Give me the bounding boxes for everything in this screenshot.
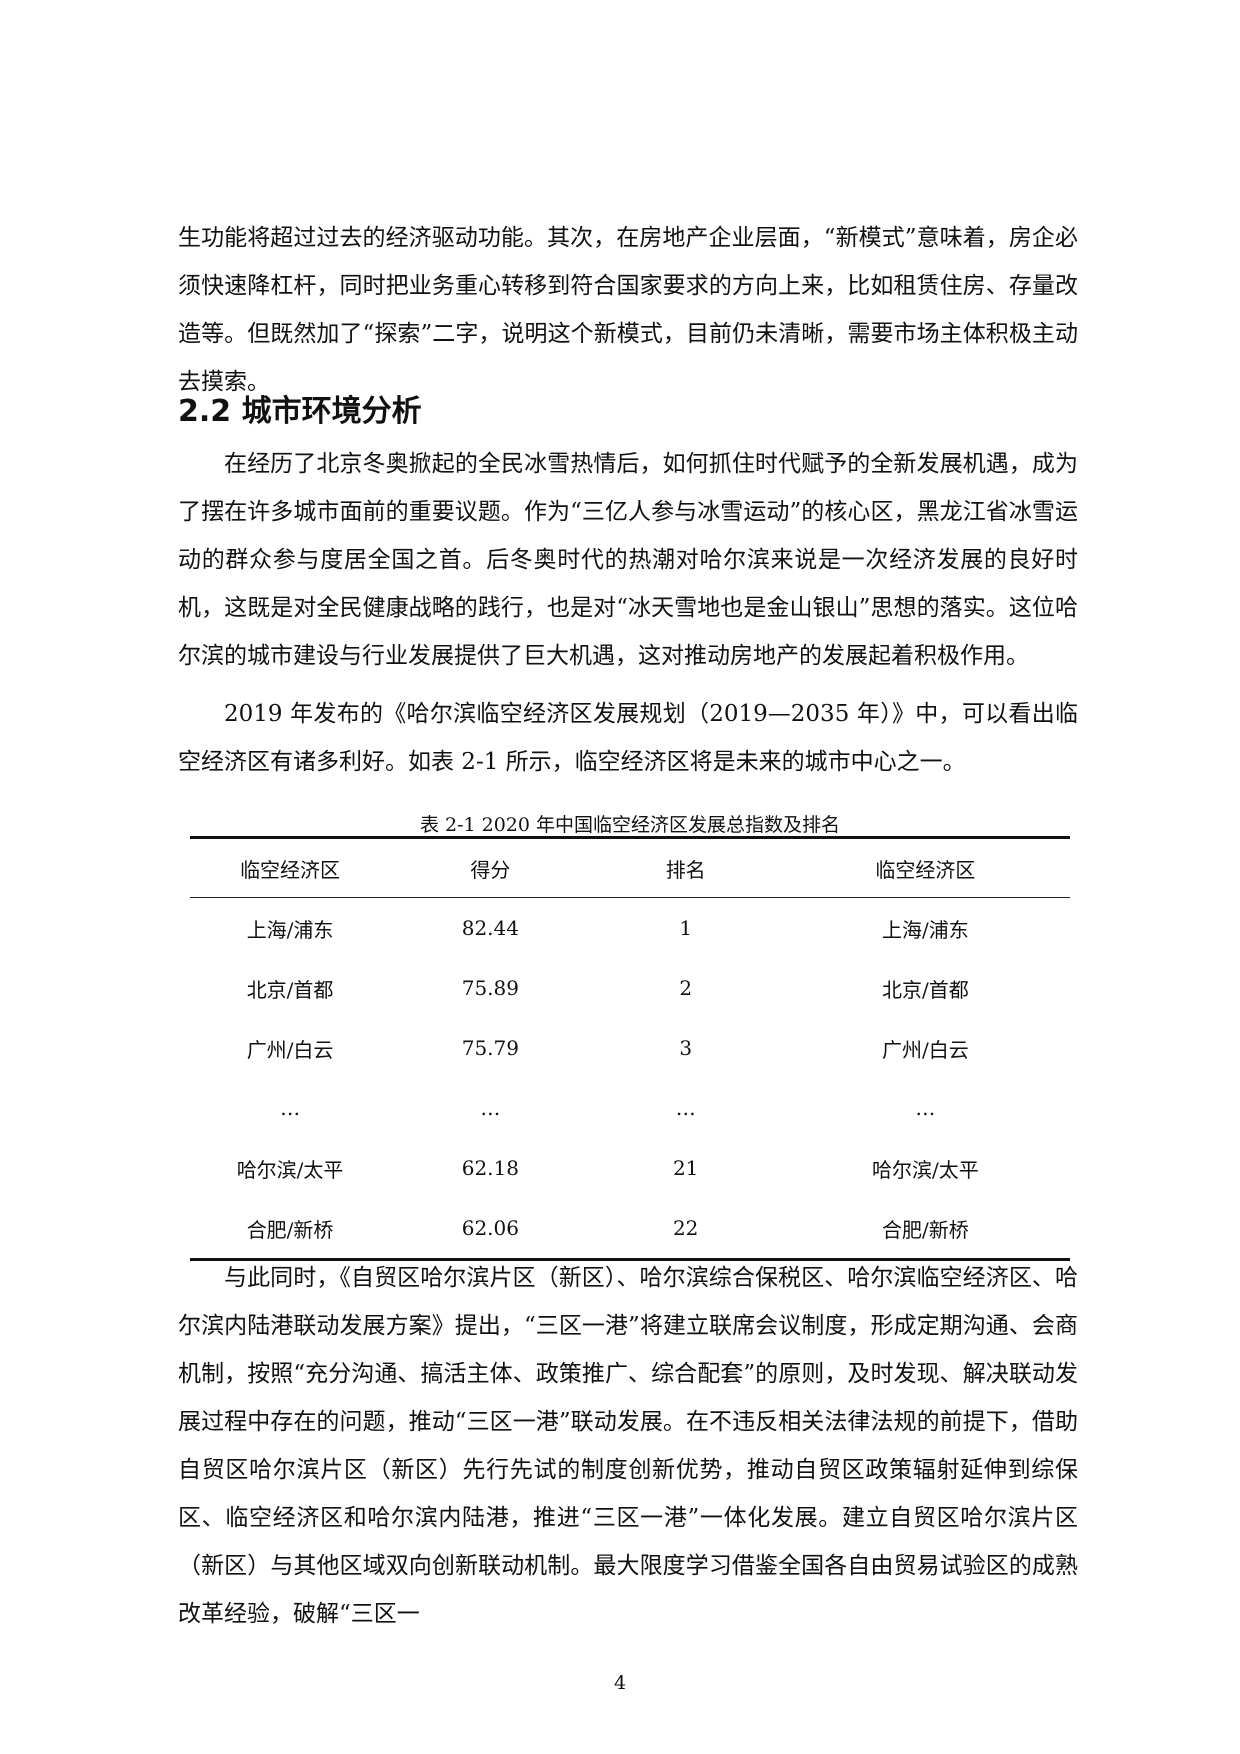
column-header-zone-2: 临空经济区 bbox=[780, 837, 1070, 898]
table-row: 北京/首都 75.89 2 北京/首都 bbox=[190, 958, 1070, 1018]
table-row: … … … … bbox=[190, 1078, 1070, 1138]
table-cell: 哈尔滨/太平 bbox=[236, 1157, 344, 1182]
paragraph-continuation: 生功能将超过过去的经济驱动功能。其次，在房地产企业层面，“新模式”意味着，房企必… bbox=[178, 225, 1078, 395]
table-cell: 1 bbox=[679, 916, 693, 940]
table-row: 广州/白云 75.79 3 广州/白云 bbox=[190, 1018, 1070, 1078]
table-row: 哈尔滨/太平 62.18 21 哈尔滨/太平 bbox=[190, 1138, 1070, 1198]
page-number: 4 bbox=[613, 1672, 627, 1694]
table-cell: … bbox=[675, 1096, 696, 1120]
table-cell: 75.79 bbox=[461, 1036, 519, 1060]
column-header-score: 得分 bbox=[390, 837, 591, 898]
table-cell: 上海/浦东 bbox=[882, 917, 969, 942]
column-header-zone: 临空经济区 bbox=[190, 837, 391, 898]
paragraph-city-environment: 在经历了北京冬奥掀起的全民冰雪热情后，如何抓住时代赋予的全新发展机遇，成为了摆在… bbox=[178, 451, 1078, 669]
paragraph-linkage-plan: 与此同时，《自贸区哈尔滨片区（新区）、哈尔滨综合保税区、哈尔滨临空经济区、哈尔滨… bbox=[178, 1265, 1078, 1627]
section-heading: 2.2 城市环境分析 bbox=[178, 394, 422, 429]
table-row: 合肥/新桥 62.06 22 合肥/新桥 bbox=[190, 1198, 1070, 1260]
ranking-table: 临空经济区 得分 排名 临空经济区 上海/浦东 82.44 1 上海/浦东 北京… bbox=[190, 836, 1070, 1261]
table-cell: 合肥/新桥 bbox=[246, 1217, 334, 1242]
paragraph-planning: 2019 年发布的《哈尔滨临空经济区发展规划（2019—2035 年）》中，可以… bbox=[178, 701, 1078, 775]
table-cell: 62.18 bbox=[461, 1156, 519, 1180]
table-header-row: 临空经济区 得分 排名 临空经济区 bbox=[190, 837, 1070, 898]
table-cell: 上海/浦东 bbox=[246, 917, 334, 942]
table-cell: 82.44 bbox=[461, 916, 519, 940]
table-cell: 22 bbox=[672, 1216, 699, 1240]
table-row: 上海/浦东 82.44 1 上海/浦东 bbox=[190, 898, 1070, 959]
table-cell: 2 bbox=[679, 976, 693, 1000]
table-cell: 北京/首都 bbox=[882, 977, 969, 1002]
column-header-rank: 排名 bbox=[590, 837, 781, 898]
table-cell: 北京/首都 bbox=[246, 977, 334, 1002]
table-cell: 21 bbox=[672, 1156, 699, 1180]
table-cell: 哈尔滨/太平 bbox=[872, 1157, 979, 1182]
table-cell: 62.06 bbox=[461, 1216, 519, 1240]
table-cell: … bbox=[480, 1096, 501, 1120]
table-caption: 表 2-1 2020 年中国临空经济区发展总指数及排名 bbox=[419, 814, 841, 836]
table-cell: … bbox=[915, 1096, 936, 1120]
table-cell: 广州/白云 bbox=[882, 1037, 969, 1062]
table-cell: 3 bbox=[679, 1036, 693, 1060]
table-cell: 75.89 bbox=[461, 976, 519, 1000]
table-cell: … bbox=[280, 1096, 301, 1120]
table-cell: 合肥/新桥 bbox=[882, 1217, 969, 1242]
table-cell: 广州/白云 bbox=[246, 1037, 334, 1062]
